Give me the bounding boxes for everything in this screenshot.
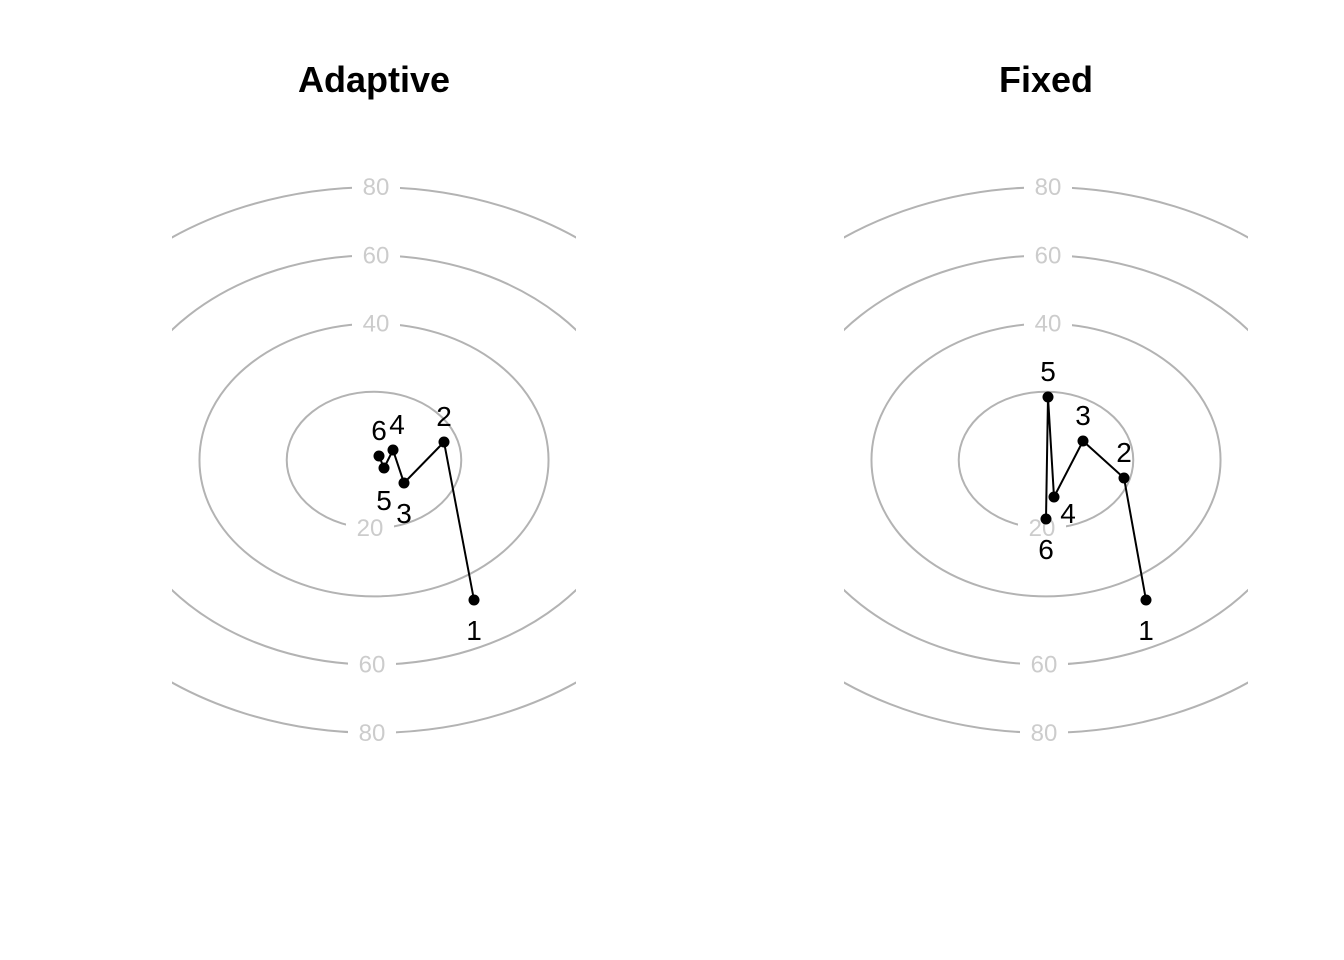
contour-label: 40 — [1035, 311, 1062, 338]
point-label-2: 2 — [436, 401, 452, 432]
point-label-1: 1 — [1138, 615, 1154, 646]
contour-label: 20 — [357, 515, 384, 542]
contour-label: 80 — [363, 174, 390, 201]
point-3 — [1077, 435, 1089, 447]
point-1 — [468, 594, 480, 606]
point-2 — [438, 436, 450, 448]
panel-adaptive: Adaptive 80 60 40 20 60 80 1 2 3 4 5 6 — [172, 59, 576, 747]
point-label-5: 5 — [1040, 356, 1056, 387]
point-label-2: 2 — [1116, 437, 1132, 468]
contour-40 — [198, 322, 550, 598]
contour-label: 80 — [1031, 720, 1058, 747]
contour-label: 80 — [359, 720, 386, 747]
point-2 — [1118, 472, 1130, 484]
point-1 — [1140, 594, 1152, 606]
point-4 — [1048, 491, 1060, 503]
point-label-4: 4 — [389, 409, 405, 440]
point-label-3: 3 — [396, 498, 412, 529]
panel-title: Fixed — [999, 59, 1093, 100]
point-label-1: 1 — [466, 615, 482, 646]
point-3 — [398, 477, 410, 489]
optimizer-path — [1045, 396, 1147, 601]
point-6 — [373, 450, 385, 462]
contour-label: 60 — [363, 242, 390, 269]
point-4 — [387, 444, 399, 456]
point-label-6: 6 — [1038, 534, 1054, 565]
point-label-5: 5 — [376, 485, 392, 516]
point-label-4: 4 — [1060, 498, 1076, 529]
point-5 — [378, 462, 390, 474]
contour-20 — [285, 390, 463, 530]
contour-label: 60 — [359, 652, 386, 679]
contour-label: 40 — [363, 311, 390, 338]
panel-title: Adaptive — [298, 59, 450, 100]
contour-label: 80 — [1035, 174, 1062, 201]
point-5 — [1042, 391, 1054, 403]
point-label-6: 6 — [371, 415, 387, 446]
contour-label: 60 — [1031, 652, 1058, 679]
contour-label: 60 — [1035, 242, 1062, 269]
point-label-3: 3 — [1075, 400, 1091, 431]
point-6 — [1040, 513, 1052, 525]
